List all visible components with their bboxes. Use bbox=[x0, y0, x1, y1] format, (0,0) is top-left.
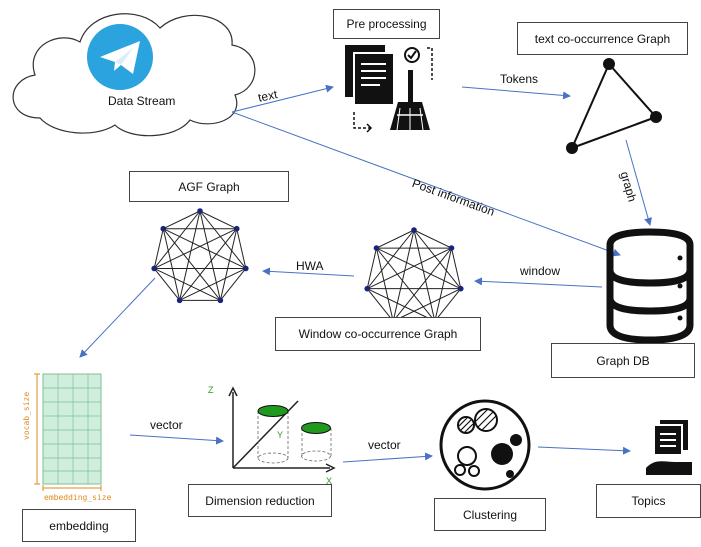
edge-label-hwa: HWA bbox=[296, 259, 324, 273]
axis-label-z: Z bbox=[208, 385, 214, 395]
data-stream-label: Data Stream bbox=[108, 94, 176, 108]
arrow-post-information bbox=[231, 111, 621, 257]
preprocessing-icon bbox=[345, 45, 433, 133]
graph-edge bbox=[220, 268, 247, 301]
arrow-vector1 bbox=[129, 434, 224, 445]
graph-node bbox=[411, 227, 417, 233]
arrows bbox=[79, 84, 652, 463]
graph-edge bbox=[199, 210, 237, 230]
graph-edge bbox=[153, 210, 201, 269]
graph-edge bbox=[366, 229, 415, 289]
axis-label-y: Y bbox=[277, 430, 284, 440]
edge-label-vector-2: vector bbox=[368, 438, 401, 452]
graph-node bbox=[151, 265, 157, 272]
graph-edge bbox=[153, 268, 221, 301]
graph-node bbox=[176, 297, 183, 304]
graph-node bbox=[364, 285, 371, 292]
edge-label-tokens: Tokens bbox=[500, 72, 539, 86]
edge-label-vector-1: vector bbox=[150, 418, 183, 432]
pre-processing-box: Pre processing bbox=[333, 9, 440, 39]
graph-edge bbox=[179, 268, 247, 301]
graph-edge bbox=[434, 247, 453, 322]
agf-graph-box: AGF Graph bbox=[129, 171, 289, 202]
telegram-icon bbox=[87, 24, 153, 90]
graph-edge bbox=[392, 288, 462, 322]
graph-edge bbox=[413, 229, 452, 249]
database-dots bbox=[677, 255, 683, 321]
graph-edge bbox=[162, 228, 181, 301]
arrow-window bbox=[474, 277, 603, 288]
arrow-vector2 bbox=[342, 452, 433, 463]
arrow-agf-embedding bbox=[79, 277, 156, 358]
graph-edge bbox=[199, 210, 247, 269]
graph-node bbox=[243, 265, 249, 272]
topics-box: Topics bbox=[596, 484, 701, 518]
graph-edge bbox=[392, 229, 415, 322]
dimension-reduction-icon bbox=[228, 386, 336, 473]
graph-edge bbox=[236, 228, 247, 269]
graph-node bbox=[448, 245, 455, 251]
text-cooccurrence-graph-box: text co-occurrence Graph bbox=[517, 22, 688, 55]
graph-edge bbox=[413, 229, 462, 289]
graph-edge bbox=[366, 247, 377, 289]
arrow-tokens bbox=[461, 86, 571, 100]
graph-edge bbox=[376, 229, 415, 249]
graph-edge bbox=[163, 228, 247, 269]
graph-edge bbox=[179, 210, 201, 301]
graph-edge bbox=[375, 247, 394, 322]
graph-node bbox=[373, 245, 380, 251]
axis-label-x: X bbox=[326, 476, 333, 486]
graph-edge bbox=[413, 229, 436, 322]
graph-edge bbox=[366, 247, 452, 290]
edge-label-window: window bbox=[520, 264, 561, 278]
arrow-graph bbox=[625, 139, 652, 226]
embedding-matrix bbox=[34, 373, 102, 491]
graph-edge bbox=[199, 210, 221, 301]
graph-edge bbox=[163, 210, 201, 230]
arrow-clustering-topics bbox=[537, 446, 631, 455]
dimension-reduction-box: Dimension reduction bbox=[188, 484, 332, 517]
graph-edge bbox=[376, 247, 462, 290]
graph-edge bbox=[392, 247, 452, 322]
arrow-hwa bbox=[262, 267, 355, 277]
graph-node bbox=[160, 225, 167, 232]
graph-node bbox=[457, 285, 464, 292]
database-icon bbox=[606, 228, 694, 344]
graph-edge bbox=[219, 228, 238, 301]
graph-node bbox=[217, 297, 224, 304]
window-cooccurrence-graph-icon bbox=[364, 227, 464, 325]
text-cooccurrence-graph-icon bbox=[566, 58, 662, 154]
graph-node bbox=[197, 208, 203, 214]
clustering-box: Clustering bbox=[434, 498, 546, 531]
embedding-size-label: embedding_size bbox=[44, 493, 112, 502]
arrow-text bbox=[231, 84, 334, 113]
window-cooccurrence-graph-box: Window co-occurrence Graph bbox=[275, 317, 481, 351]
graph-node bbox=[233, 225, 240, 232]
topics-icon bbox=[646, 420, 692, 475]
vocab-size-label: vocab_size bbox=[22, 391, 31, 440]
agf-graph-icon bbox=[151, 208, 249, 304]
graph-edge bbox=[366, 288, 394, 322]
graph-edge bbox=[376, 247, 436, 322]
graph-edge bbox=[434, 288, 462, 322]
graph-edge bbox=[153, 268, 180, 301]
graph-db-box: Graph DB bbox=[551, 343, 695, 378]
clustering-icon bbox=[439, 399, 531, 491]
graph-edge bbox=[451, 247, 462, 289]
graph-edge bbox=[153, 228, 164, 269]
embedding-box: embedding bbox=[22, 509, 136, 542]
graph-edge bbox=[179, 228, 238, 301]
graph-edge bbox=[366, 288, 436, 322]
graph-edge bbox=[162, 228, 221, 301]
graph-edge bbox=[153, 228, 237, 269]
